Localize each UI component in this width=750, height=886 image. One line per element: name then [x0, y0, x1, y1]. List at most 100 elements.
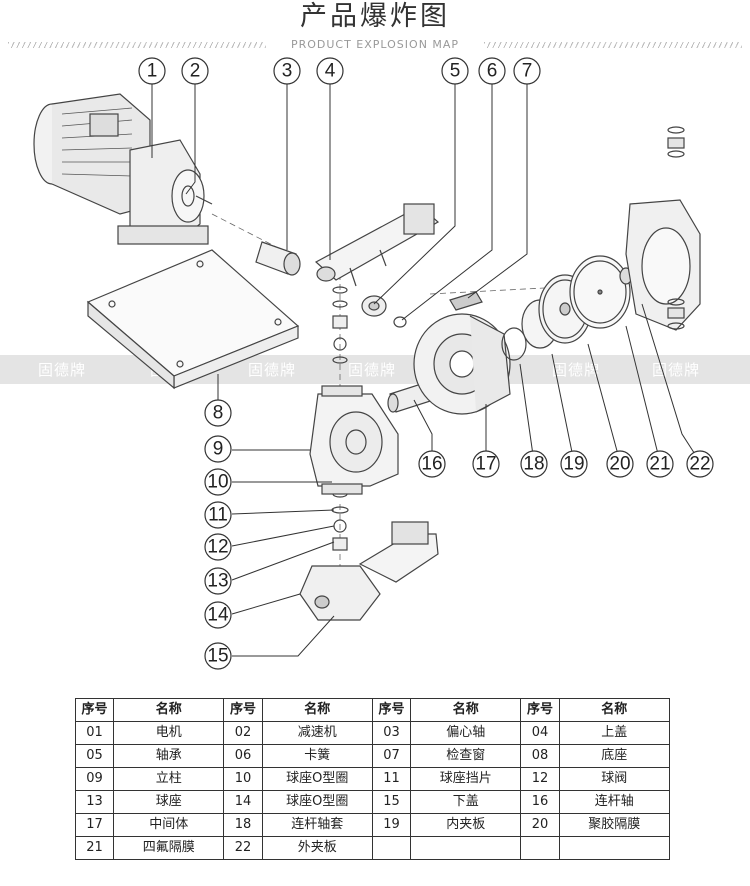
- table-cell: 电机: [113, 721, 225, 745]
- upper-cover-drawing: [314, 203, 440, 287]
- callout-number: 16: [421, 454, 442, 475]
- table-cell: 17: [74, 813, 115, 837]
- table-header-row: 序号 名称 序号 名称 序号 名称 序号 名称: [74, 698, 671, 722]
- table-row: 09 立柱 10 球座O型圈 11 球座挡片 12 球阀: [74, 767, 671, 791]
- table-row: 05 轴承 06 卡簧 07 检查窗 08 底座: [74, 744, 671, 768]
- table-cell: 球座: [113, 790, 225, 814]
- callout-number: 19: [563, 454, 584, 475]
- callout-circle: [273, 57, 301, 85]
- eccentric-shaft-drawing: [255, 241, 301, 276]
- callout-number: 7: [522, 61, 533, 82]
- callout-circle: [478, 57, 506, 85]
- table-cell: 检查窗: [410, 744, 522, 768]
- callout-circle: [606, 450, 634, 478]
- page-subtitle: PRODUCT EXPLOSION MAP: [290, 38, 460, 51]
- subtitle-row: PRODUCT EXPLOSION MAP: [0, 36, 750, 54]
- table-cell: 09: [74, 767, 115, 791]
- watermark-text: 固德牌: [348, 361, 397, 379]
- exploded-view-diagram: 1 2 3 4 5 6 7 8 9 10 11 12 13 14 15 16 1…: [33, 57, 714, 670]
- table-cell: [410, 836, 522, 860]
- callout-circle: [316, 57, 344, 85]
- motor-drawing: [33, 93, 151, 229]
- header-cell: 名称: [261, 698, 373, 722]
- table-row: 13 球座 14 球座O型圈 15 下盖 16 连杆轴: [74, 790, 671, 814]
- callout-number: 8: [213, 403, 224, 424]
- bushing-drawing: [501, 327, 527, 361]
- table-cell: 15: [371, 790, 412, 814]
- watermark-text: 固德牌: [552, 361, 601, 379]
- table-cell: 03: [371, 721, 412, 745]
- header-cell: 序号: [520, 698, 560, 722]
- callout-circle: [204, 435, 232, 463]
- parts-table: 序号 名称 序号 名称 序号 名称 序号 名称 01 电机 02 减速机 03 …: [74, 698, 671, 860]
- header-cell: 序号: [74, 698, 115, 722]
- table-cell: 05: [74, 744, 115, 768]
- table-cell: 22: [223, 836, 263, 860]
- table-cell: 外夹板: [261, 836, 373, 860]
- table-cell: 四氟隔膜: [113, 836, 225, 860]
- table-cell: 13: [74, 790, 115, 814]
- watermark-text: 固德牌: [38, 361, 87, 379]
- callout-circle: [204, 501, 232, 529]
- pump-body-drawing: [309, 385, 399, 495]
- callout-number: 6: [487, 61, 498, 82]
- page-title: 产品爆炸图: [300, 1, 450, 32]
- callout-number: 22: [689, 454, 710, 475]
- base-plate-drawing: [86, 249, 300, 390]
- reducer-drawing: [117, 139, 213, 245]
- table-cell: 偏心轴: [410, 721, 522, 745]
- table-cell: 连杆轴: [558, 790, 671, 814]
- callout-circle: [204, 533, 232, 561]
- callout-number: 14: [207, 605, 229, 626]
- table-cell: 球座O型圈: [261, 790, 373, 814]
- table-cell: 06: [223, 744, 263, 768]
- watermark-text: 固德牌: [248, 361, 297, 379]
- outer-clamp-drawing: [625, 126, 701, 331]
- callout-number: 15: [207, 646, 228, 667]
- table-row: 01 电机 02 减速机 03 偏心轴 04 上盖: [74, 721, 671, 745]
- table-cell: 下盖: [410, 790, 522, 814]
- table-cell: 上盖: [558, 721, 671, 745]
- callout-circle: [204, 642, 232, 670]
- ptfe-diaphragm-drawing: [569, 255, 631, 329]
- callout-circle: [441, 57, 469, 85]
- header-cell: 名称: [410, 698, 522, 722]
- callout-number: 5: [450, 61, 461, 82]
- middle-body-drawing: [413, 313, 511, 415]
- callout-circle: [418, 450, 446, 478]
- inspection-window-drawing: [449, 291, 483, 311]
- watermark-band: [0, 355, 750, 384]
- callout-number: 11: [208, 505, 228, 526]
- callout-circle: [181, 57, 209, 85]
- table-cell: 轴承: [113, 744, 225, 768]
- callout-circle: [138, 57, 166, 85]
- callout-circle: [646, 450, 674, 478]
- callout-number: 1: [147, 61, 158, 82]
- table-cell: 04: [520, 721, 560, 745]
- table-cell: 减速机: [261, 721, 373, 745]
- header-cell: 序号: [371, 698, 412, 722]
- callout-number: 3: [282, 61, 293, 82]
- callout-number: 18: [523, 454, 544, 475]
- callout-circle: [520, 450, 548, 478]
- callout-circle: [204, 399, 232, 427]
- lower-cover-drawing: [299, 521, 439, 621]
- table-row: 21 四氟隔膜 22 外夹板: [74, 836, 671, 860]
- ball-valve-stack-drawing: [331, 286, 349, 551]
- callout-number: 12: [207, 537, 228, 558]
- table-cell: 底座: [558, 744, 671, 768]
- callout-number: 4: [325, 61, 336, 82]
- table-cell: 18: [223, 813, 263, 837]
- table-cell: 连杆轴套: [261, 813, 373, 837]
- table-cell: 19: [371, 813, 412, 837]
- callout-number: 17: [475, 454, 496, 475]
- callout-number: 13: [207, 571, 228, 592]
- table-row: 17 中间体 18 连杆轴套 19 内夹板 20 聚胶隔膜: [74, 813, 671, 837]
- table-cell: 10: [223, 767, 263, 791]
- table-cell: 立柱: [113, 767, 225, 791]
- table-cell: 20: [520, 813, 560, 837]
- header-cell: 名称: [558, 698, 671, 722]
- table-cell: 球座O型圈: [261, 767, 373, 791]
- hatch-divider-left: [8, 42, 266, 48]
- header-cell: 名称: [113, 698, 225, 722]
